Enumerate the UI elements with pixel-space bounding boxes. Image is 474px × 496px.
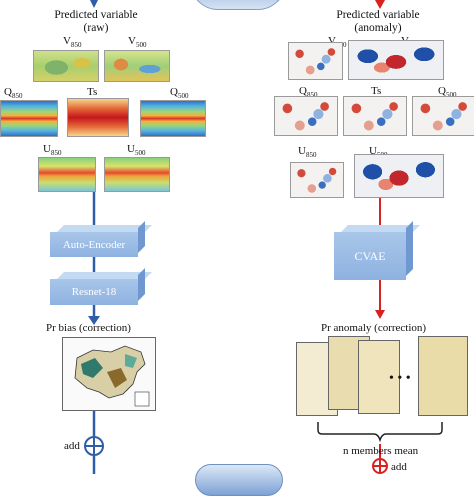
right-map-q850	[274, 96, 338, 136]
right-map-v500	[348, 40, 444, 80]
right-label-q850: Q850	[299, 85, 317, 98]
left-label-v500: V500	[128, 35, 147, 50]
left-add-label: add	[64, 440, 80, 452]
right-input-arrowhead	[375, 0, 385, 9]
right-title-line1: Predicted variable	[336, 9, 420, 21]
right-map-q500	[412, 96, 474, 136]
left-map-v850	[33, 50, 99, 82]
flow-arrows	[84, 0, 443, 474]
left-label-u500: U500	[127, 143, 146, 158]
right-arrowhead-out	[375, 310, 385, 319]
left-map-v500	[104, 50, 170, 82]
right-map-u500	[354, 154, 444, 198]
left-map-q500	[140, 100, 206, 137]
left-map-u850	[38, 157, 96, 192]
left-map-u500	[104, 157, 170, 192]
right-title-line2: (anomaly)	[354, 22, 402, 34]
right-add-label: add	[391, 461, 407, 473]
right-map-v850	[288, 42, 343, 80]
right-label-ts: Ts	[371, 85, 382, 97]
member-map-n	[418, 336, 468, 416]
left-label-u850: U850	[43, 143, 62, 158]
left-label-ts: Ts	[87, 86, 98, 98]
member-map-3	[358, 340, 400, 414]
autoencoder-box: Auto-Encoder	[50, 232, 138, 257]
left-output-label: Pr bias (correction)	[46, 322, 131, 334]
right-map-ts	[343, 96, 407, 136]
resnet18-box: Resnet-18	[50, 279, 138, 305]
left-label-q500: Q500	[170, 86, 189, 101]
left-input-arrowhead	[90, 0, 98, 8]
left-map-q850	[0, 100, 58, 137]
right-map-u850	[290, 162, 344, 198]
left-china-map	[62, 337, 156, 411]
right-label-q500: Q500	[438, 85, 456, 98]
ellipsis: • • •	[389, 371, 411, 386]
left-map-ts	[67, 98, 129, 137]
left-arrowhead-out	[88, 316, 100, 325]
members-brace	[317, 422, 443, 443]
right-output-label: Pr anomaly (correction)	[321, 322, 427, 334]
left-label-q850: Q850	[4, 86, 23, 101]
left-title-line1: Predicted variable	[54, 9, 138, 21]
left-label-v850: V850	[63, 35, 82, 50]
china-map-shape	[74, 345, 150, 407]
brace-label: n members mean	[343, 445, 419, 457]
left-title-line2: (raw)	[83, 22, 109, 34]
cvae-box: CVAE	[334, 232, 406, 280]
right-label-u850: U850	[298, 145, 317, 160]
